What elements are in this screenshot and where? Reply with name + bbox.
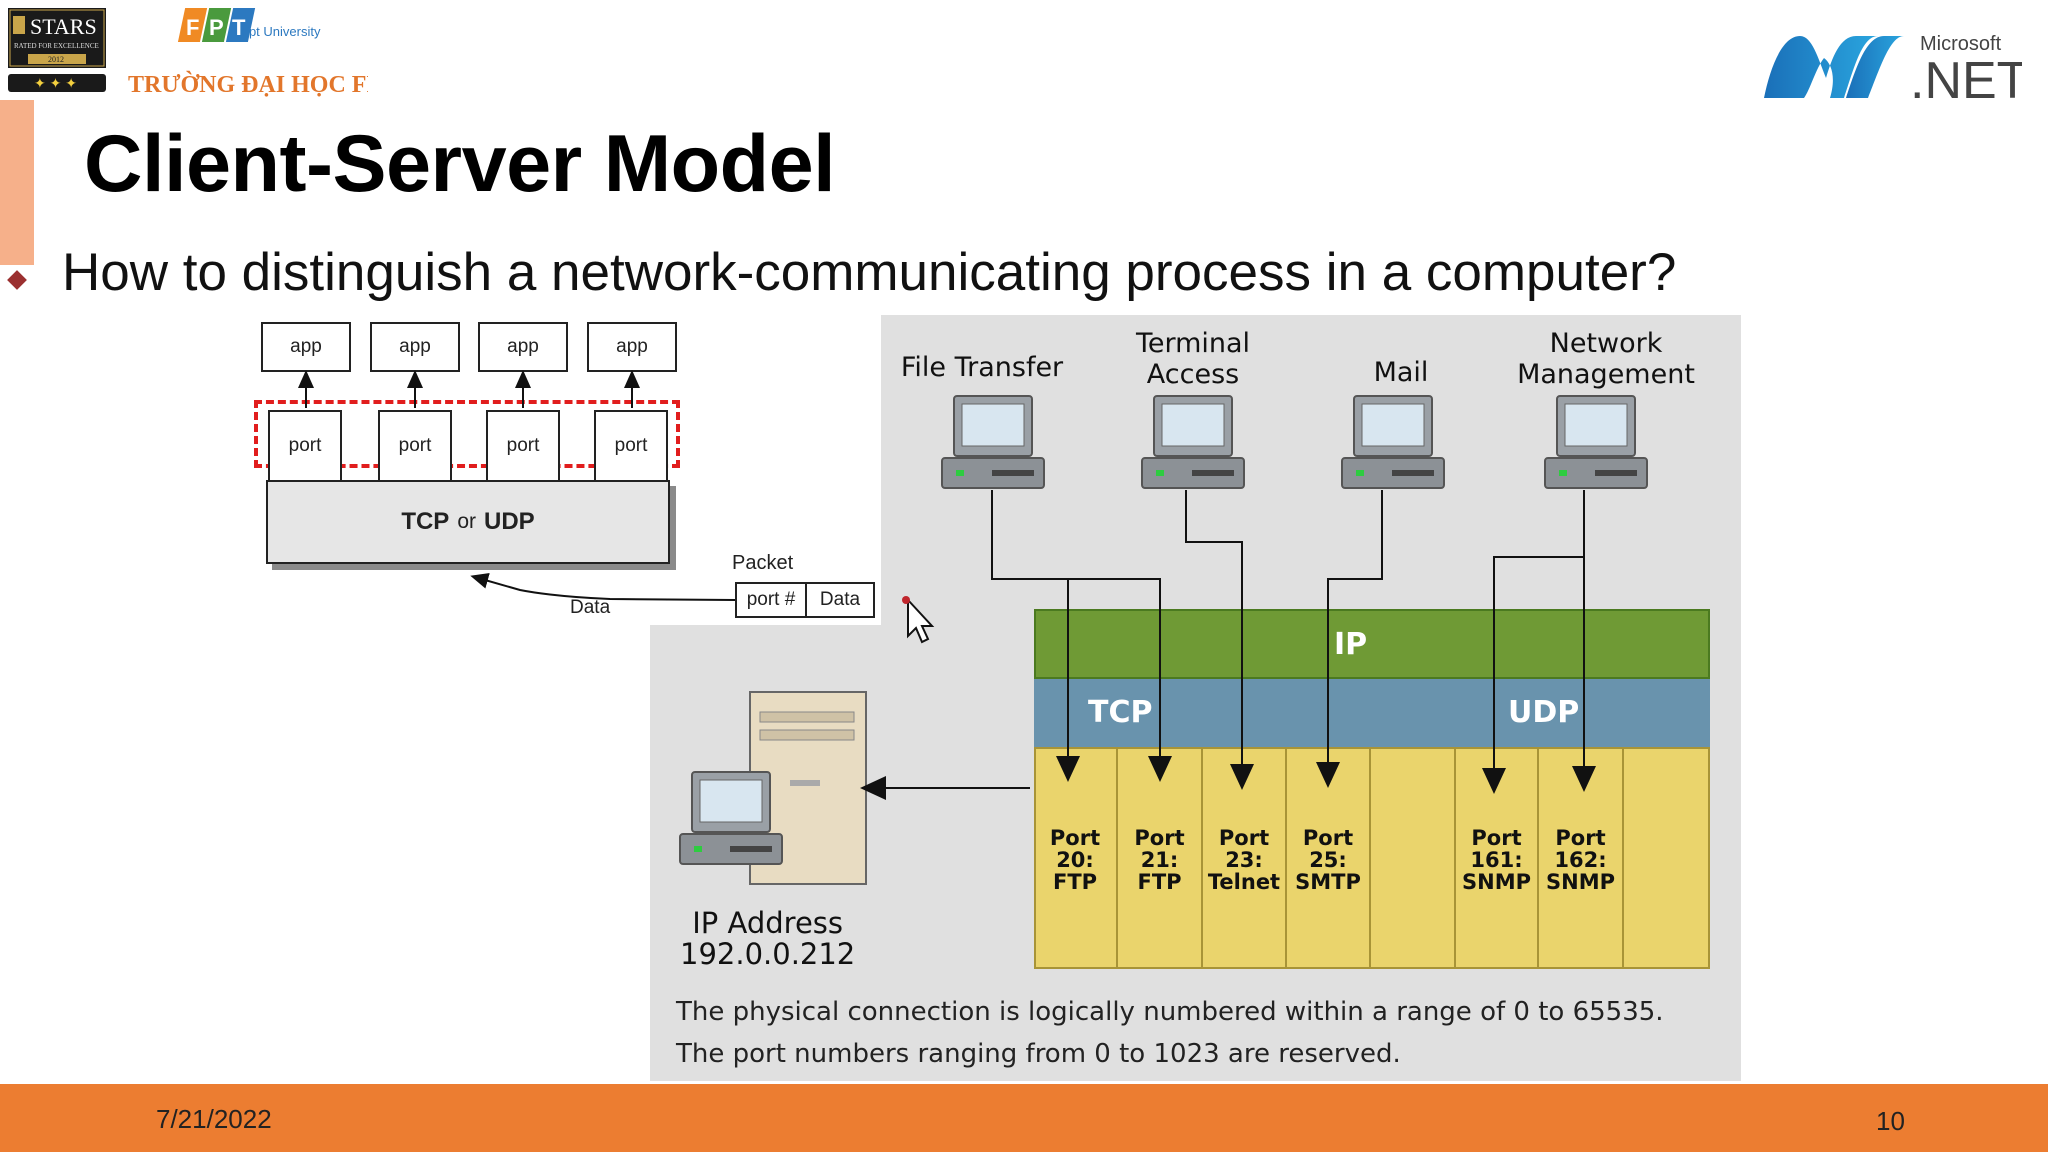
- computer-icon: [941, 395, 1045, 489]
- port-cell-empty: [1371, 747, 1456, 969]
- app-box: app: [370, 322, 460, 372]
- ports-highlight-dashed: [254, 400, 680, 468]
- port-cell-empty: [1624, 747, 1710, 969]
- app-box: app: [478, 322, 568, 372]
- svg-text:2012: 2012: [48, 55, 64, 64]
- port-box: port: [594, 410, 668, 480]
- svg-text:Microsoft: Microsoft: [1920, 33, 2002, 55]
- or-label: or: [457, 510, 476, 533]
- ip-address: IP Address 192.0.0.212: [680, 906, 856, 971]
- tcp-layer-label: TCP: [1088, 695, 1153, 730]
- page-number: 10: [1876, 1106, 1905, 1136]
- udp-layer-band: UDP: [1370, 679, 1710, 747]
- computer-icon: [1141, 395, 1245, 489]
- mouse-pointer-icon: [907, 597, 935, 644]
- computer-icon: [1341, 395, 1445, 489]
- caption-line-2: The port numbers ranging from 0 to 1023 …: [676, 1039, 1401, 1069]
- ip-layer-band: IP: [1034, 609, 1710, 679]
- ports-frame: [1034, 747, 1710, 969]
- fpt-logo: F P T Fpt University TRƯỜNG ĐẠI HỌC FPT: [128, 8, 368, 98]
- packet-port-field: port #: [735, 582, 807, 618]
- service-label-file-transfer: File Transfer: [900, 352, 1064, 383]
- footer-bar: [0, 1084, 2048, 1152]
- service-label-mail: Mail: [1373, 357, 1429, 388]
- port-box: port: [268, 410, 342, 480]
- service-label-network-management: Network Management: [1517, 328, 1695, 390]
- computer-icon: [679, 771, 783, 865]
- computer-icon: [1544, 395, 1648, 489]
- transport-layer-block: TCP or UDP: [266, 480, 670, 564]
- tcp-layer-band: TCP: [1034, 679, 1370, 747]
- service-label-terminal-access: Terminal Access: [1135, 328, 1251, 390]
- svg-text:✦ ✦ ✦: ✦ ✦ ✦: [34, 75, 77, 91]
- ip-layer-label: IP: [1334, 627, 1368, 662]
- svg-text:STARS: STARS: [30, 14, 97, 39]
- svg-text:TRƯỜNG ĐẠI HỌC FPT: TRƯỜNG ĐẠI HỌC FPT: [128, 71, 368, 98]
- port-box: port: [378, 410, 452, 480]
- packet-label: Packet: [732, 552, 794, 574]
- bullet-text: How to distinguish a network-communicati…: [62, 243, 1677, 302]
- udp-label: UDP: [484, 508, 535, 535]
- dotnet-logo: Microsoft .NET: [1764, 33, 2022, 104]
- stars-logo: STARS RATED FOR EXCELLENCE 2012 ✦ ✦ ✦: [8, 8, 106, 92]
- svg-text:T: T: [232, 15, 246, 40]
- svg-text:.NET: .NET: [1910, 52, 2022, 104]
- svg-text:RATED FOR EXCELLENCE: RATED FOR EXCELLENCE: [14, 42, 99, 50]
- svg-text:P: P: [209, 15, 224, 40]
- app-box: app: [261, 322, 351, 372]
- slide-title: Client-Server Model: [84, 119, 836, 209]
- port-box: port: [486, 410, 560, 480]
- svg-text:F: F: [186, 15, 199, 40]
- footer-date: 7/21/2022: [156, 1104, 272, 1134]
- title-accent-bar: [0, 100, 34, 265]
- packet-data-field: Data: [805, 582, 875, 618]
- tcp-label: TCP: [401, 508, 450, 535]
- caption-line-1: The physical connection is logically num…: [676, 997, 1664, 1027]
- svg-text:Fpt University: Fpt University: [241, 24, 321, 39]
- data-label: Data: [570, 597, 611, 618]
- udp-layer-label: UDP: [1508, 695, 1580, 730]
